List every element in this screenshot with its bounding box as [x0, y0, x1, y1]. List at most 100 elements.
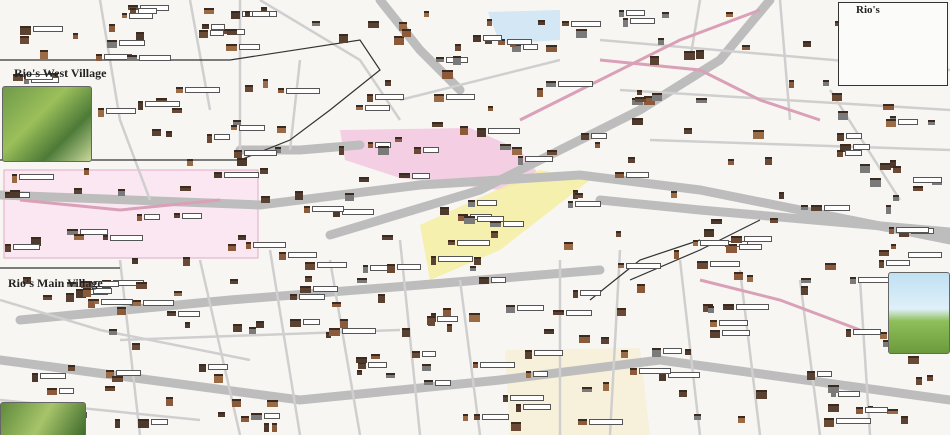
- house-icon: [20, 26, 31, 35]
- label-tag: [722, 330, 750, 336]
- label-tag: [533, 371, 548, 377]
- label-tag: [286, 88, 320, 94]
- label-tag: [523, 404, 551, 410]
- house-icon: [183, 257, 190, 266]
- house-icon: [623, 18, 628, 27]
- cyclist-photo: [888, 272, 950, 354]
- house-icon: [106, 370, 114, 378]
- house-icon: [23, 277, 31, 284]
- house-icon: [582, 387, 592, 392]
- house-icon: [368, 21, 379, 28]
- house-icon: [230, 279, 238, 284]
- house-icon: [886, 205, 891, 214]
- house-icon: [883, 104, 894, 110]
- house-icon: [261, 7, 267, 14]
- label-tag: [558, 81, 593, 87]
- house-icon: [734, 272, 743, 280]
- house-icon: [710, 330, 720, 338]
- label-tag: [101, 299, 133, 305]
- label-tag: [744, 236, 772, 242]
- house-icon: [245, 85, 253, 92]
- house-icon: [928, 120, 935, 125]
- label-tag: [817, 371, 832, 377]
- label-tag: [342, 209, 374, 215]
- house-icon: [395, 137, 402, 142]
- house-icon: [371, 354, 380, 359]
- house-icon: [828, 404, 839, 412]
- house-icon: [246, 242, 251, 249]
- house-icon: [694, 414, 701, 420]
- label-tag: [437, 316, 458, 322]
- house-icon: [245, 11, 250, 17]
- label-tag: [211, 24, 225, 30]
- house-icon: [711, 219, 722, 224]
- house-icon: [13, 74, 23, 81]
- house-icon: [468, 200, 475, 207]
- house-icon: [136, 282, 147, 289]
- house-icon: [109, 24, 115, 32]
- house-icon: [356, 357, 367, 363]
- house-icon: [359, 177, 369, 182]
- house-icon: [202, 24, 209, 29]
- region-label-main-village: Rio's Main Village: [8, 276, 103, 290]
- label-tag: [898, 119, 918, 125]
- house-icon: [238, 235, 246, 240]
- house-icon: [226, 44, 237, 51]
- house-icon: [823, 80, 829, 86]
- house-icon: [562, 21, 569, 26]
- house-icon: [305, 262, 315, 270]
- house-icon: [525, 350, 532, 359]
- label-tag: [525, 156, 553, 162]
- house-icon: [305, 276, 312, 282]
- house-icon: [893, 195, 899, 201]
- house-icon: [382, 235, 393, 240]
- house-icon: [76, 289, 86, 298]
- boundary-lines: [0, 39, 761, 301]
- house-icon: [187, 159, 193, 166]
- house-icon: [516, 404, 521, 412]
- house-icon: [43, 295, 52, 300]
- label-tag: [313, 286, 338, 292]
- house-icon: [455, 44, 461, 51]
- house-icon: [490, 221, 501, 227]
- house-icon: [850, 277, 856, 284]
- label-tag: [239, 125, 265, 131]
- label-tag: [253, 242, 286, 248]
- house-icon: [616, 231, 621, 237]
- house-icon: [619, 10, 624, 17]
- house-icon: [83, 288, 91, 297]
- house-icon: [204, 8, 214, 14]
- house-icon: [427, 316, 435, 325]
- house-icon: [422, 364, 431, 371]
- house-icon: [837, 150, 843, 157]
- house-icon: [402, 29, 411, 37]
- label-tag: [80, 229, 108, 235]
- house-icon: [74, 188, 82, 194]
- label-tag: [736, 304, 769, 310]
- house-icon: [332, 302, 341, 307]
- house-icon: [176, 87, 183, 93]
- label-tag: [368, 362, 387, 368]
- house-icon: [684, 51, 695, 60]
- house-icon: [275, 147, 281, 153]
- house-icon: [368, 142, 373, 148]
- house-icon: [105, 386, 115, 391]
- label-tag: [116, 370, 141, 376]
- label-tag: [365, 105, 390, 111]
- house-icon: [662, 12, 669, 18]
- house-icon: [96, 54, 102, 61]
- house-icon: [880, 163, 891, 170]
- house-icon: [88, 299, 95, 308]
- house-icon: [118, 189, 125, 196]
- label-tag: [700, 240, 729, 246]
- house-icon: [512, 147, 522, 155]
- label-tag: [566, 310, 592, 316]
- house-icon: [824, 418, 834, 427]
- house-icon: [103, 235, 108, 240]
- house-icon: [447, 324, 452, 332]
- house-icon: [658, 38, 664, 45]
- label-tag: [845, 150, 862, 156]
- label-tag: [252, 11, 270, 17]
- house-icon: [115, 419, 120, 428]
